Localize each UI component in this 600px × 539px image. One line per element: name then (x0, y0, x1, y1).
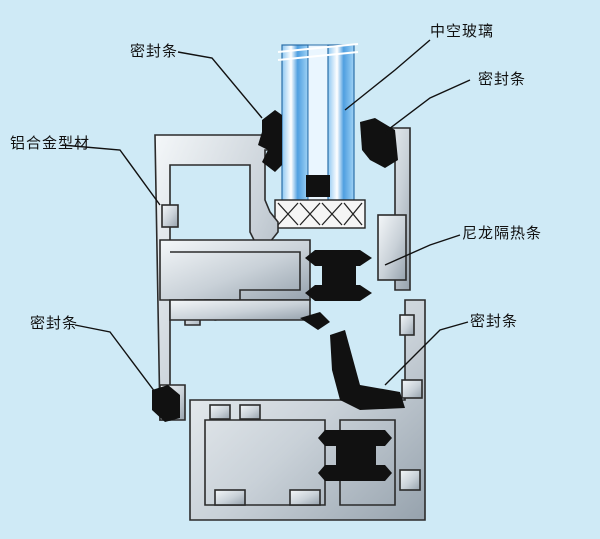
label-seal-top-left: 密封条 (130, 42, 179, 60)
thermal-break-strips (305, 250, 392, 481)
label-seal-top-right: 密封条 (478, 70, 527, 88)
leader-lines (61, 39, 471, 393)
label-nylon-thermal-break: 尼龙隔热条 (462, 224, 543, 242)
aluminum-sash (189, 299, 426, 521)
label-insulating-glass: 中空玻璃 (430, 22, 495, 40)
label-aluminum-profile: 铝合金型材 (10, 134, 91, 152)
insulating-glass-unit (274, 43, 366, 229)
aluminum-frame-right (377, 127, 411, 291)
seal-strips (152, 110, 405, 422)
label-seal-bottom-left: 密封条 (30, 314, 79, 332)
label-seal-bottom-right: 密封条 (470, 312, 519, 330)
